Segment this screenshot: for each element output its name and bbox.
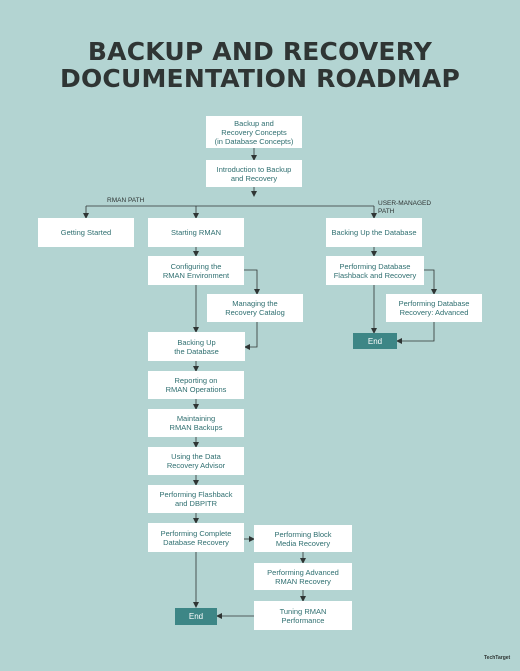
- end-user-path: End: [353, 333, 397, 349]
- box-backup-recovery-concepts: Backup and Recovery Concepts (in Databas…: [206, 116, 302, 148]
- box-recovery-advanced-user: Performing Database Recovery: Advanced: [386, 294, 482, 322]
- box-maintaining-rman-backups: Maintaining RMAN Backups: [148, 409, 244, 437]
- techtarget-logo: TechTarget: [484, 655, 511, 661]
- box-flashback-dbpitr: Performing Flashback and DBPITR: [148, 485, 244, 513]
- box-reporting-rman-operations: Reporting on RMAN Operations: [148, 371, 244, 399]
- box-block-media-recovery: Performing Block Media Recovery: [254, 525, 352, 552]
- box-advanced-rman-recovery: Performing Advanced RMAN Recovery: [254, 563, 352, 590]
- box-configuring-rman: Configuring the RMAN Environment: [148, 256, 244, 285]
- box-data-recovery-advisor: Using the Data Recovery Advisor: [148, 447, 244, 475]
- title-line-2: DOCUMENTATION ROADMAP: [60, 64, 460, 93]
- box-complete-database-recovery: Performing Complete Database Recovery: [148, 523, 244, 552]
- box-flashback-recovery-user: Performing Database Flashback and Recove…: [326, 256, 424, 285]
- box-backing-up-database-user: Backing Up the Database: [326, 218, 422, 247]
- box-managing-recovery-catalog: Managing the Recovery Catalog: [207, 294, 303, 322]
- title-line-1: BACKUP AND RECOVERY: [87, 37, 433, 66]
- box-getting-started: Getting Started: [38, 218, 134, 247]
- box-tuning-rman-performance: Tuning RMAN Performance: [254, 601, 352, 630]
- box-backing-up-database-rman: Backing Up the Database: [148, 332, 245, 361]
- end-rman-path: End: [175, 608, 217, 625]
- box-starting-rman: Starting RMAN: [148, 218, 244, 247]
- user-managed-path-label: USER-MANAGED PATH: [378, 200, 432, 215]
- rman-path-label: RMAN PATH: [107, 197, 145, 204]
- box-introduction: Introduction to Backup and Recovery: [206, 160, 302, 187]
